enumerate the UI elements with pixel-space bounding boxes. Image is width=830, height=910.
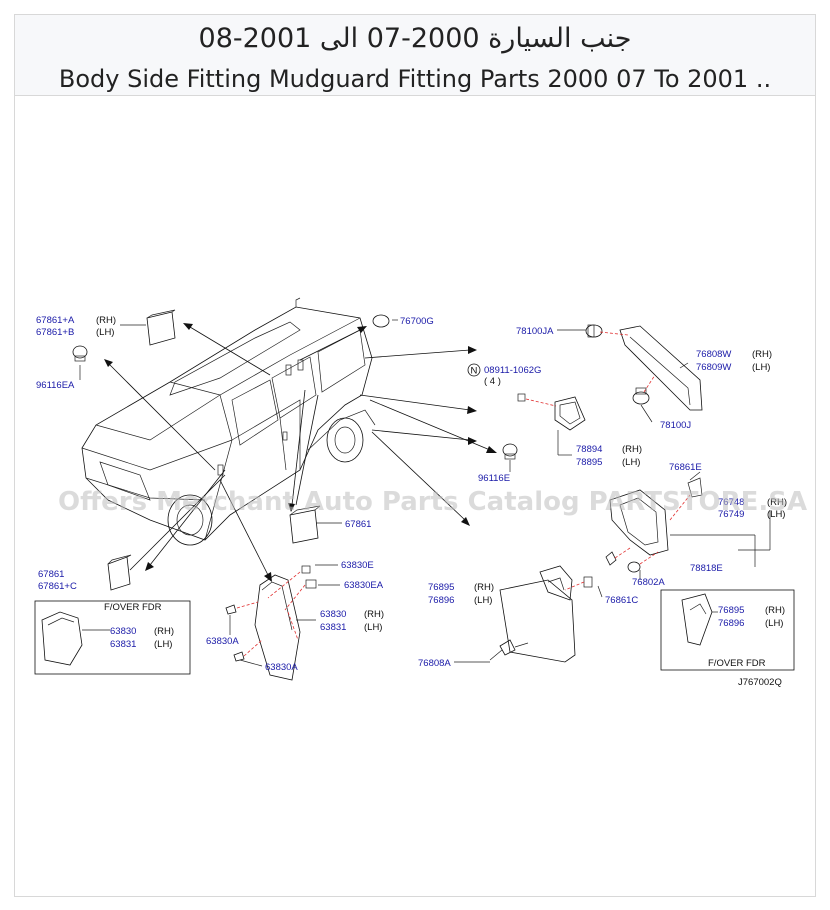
- vehicle-drawing: [81, 297, 376, 546]
- label-rh-d: (RH): [364, 609, 384, 620]
- label-76749: 76749: [718, 509, 744, 520]
- label-63830A-lower: 63830A: [265, 662, 298, 673]
- label-lh-1: (LH): [96, 327, 114, 338]
- label-96116E: 96116E: [478, 473, 510, 484]
- inset-box-right: [660, 589, 795, 671]
- label-76896-inset: 76896: [718, 618, 744, 629]
- label-67861C: 67861+C: [38, 581, 77, 592]
- diagram-id: J767002Q: [738, 677, 782, 688]
- catalog-frame: جنب السيارة 2000-07 الى 2001-08 Body Sid…: [14, 14, 816, 897]
- page-title-english: Body Side Fitting Mudguard Fitting Parts…: [58, 65, 772, 93]
- label-78894: 78894: [576, 444, 602, 455]
- label-63830EA: 63830EA: [344, 580, 384, 591]
- label-76895: 76895: [428, 582, 454, 593]
- label-rh-b: (RH): [622, 444, 642, 455]
- part-icons: [72, 309, 703, 681]
- label-76861E: 76861E: [669, 462, 702, 473]
- label-76808W: 76808W: [696, 349, 731, 360]
- label-lh-f: (LH): [474, 595, 492, 606]
- label-76809W: 76809W: [696, 362, 731, 373]
- label-rh-c: (RH): [767, 497, 787, 508]
- label-fover-left: F/OVER FDR: [104, 602, 162, 613]
- label-76861C: 76861C: [605, 595, 638, 606]
- label-67861-center: 67861: [345, 519, 371, 530]
- leader-lines: [104, 323, 497, 582]
- label-63830: 63830: [320, 609, 346, 620]
- label-lh-a: (LH): [752, 362, 770, 373]
- label-lh-b: (LH): [622, 457, 640, 468]
- label-63831: 63831: [320, 622, 346, 633]
- label-rh-1: (RH): [96, 315, 116, 326]
- inset-box-left: [34, 600, 191, 675]
- label-78100JA: 78100JA: [516, 326, 554, 337]
- part-labels: 67861+A 67861+B (RH) (LH) 96116EA 76700G…: [36, 315, 787, 688]
- label-qty-4: ( 4 ): [484, 376, 501, 387]
- label-63830A-upper: 63830A: [206, 636, 239, 647]
- label-76896: 76896: [428, 595, 454, 606]
- label-76808A: 76808A: [418, 658, 451, 669]
- label-76802A: 76802A: [632, 577, 665, 588]
- label-63831-inset: 63831: [110, 639, 136, 650]
- label-lh-e: (LH): [154, 639, 172, 650]
- label-67861B: 67861+B: [36, 327, 74, 338]
- label-76895-inset: 76895: [718, 605, 744, 616]
- label-76700G: 76700G: [400, 316, 434, 327]
- label-67861A: 67861+A: [36, 315, 75, 326]
- label-78895: 78895: [576, 457, 602, 468]
- label-rh-e: (RH): [154, 626, 174, 637]
- label-lh-g: (LH): [765, 618, 783, 629]
- label-n-circle: N: [471, 366, 478, 377]
- label-78100J: 78100J: [660, 420, 691, 431]
- label-67861-left: 67861: [38, 569, 64, 580]
- label-78818E: 78818E: [690, 563, 723, 574]
- watermark-text: Offers Merchant Auto Parts Catalog PARTS…: [58, 487, 807, 517]
- label-lh-c: (LH): [767, 509, 785, 520]
- label-96116EA: 96116EA: [36, 380, 75, 391]
- label-lh-d: (LH): [364, 622, 382, 633]
- page-title-arabic: جنب السيارة 2000-07 الى 2001-08: [198, 23, 632, 54]
- label-08911-1062G: 08911-1062G: [484, 365, 541, 376]
- label-63830E: 63830E: [341, 560, 374, 571]
- label-rh-g: (RH): [765, 605, 785, 616]
- bracket-lines: [79, 319, 771, 667]
- label-63830-inset: 63830: [110, 626, 136, 637]
- page-header: جنب السيارة 2000-07 الى 2001-08 Body Sid…: [15, 15, 815, 96]
- label-76748: 76748: [718, 497, 744, 508]
- label-rh-f: (RH): [474, 582, 494, 593]
- label-rh-a: (RH): [752, 349, 772, 360]
- label-fover-right: F/OVER FDR: [708, 658, 766, 669]
